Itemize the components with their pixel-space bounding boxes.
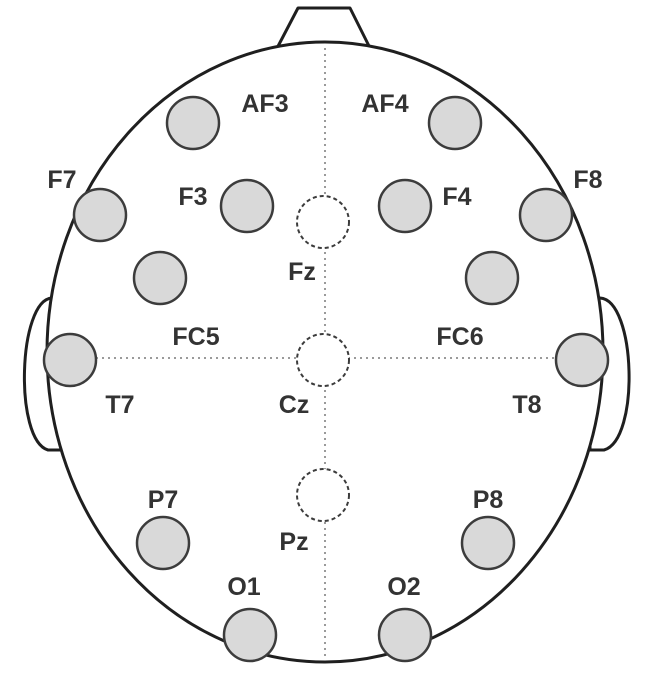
electrode-label-f3: F3 <box>178 183 207 211</box>
electrode-f7 <box>72 187 128 243</box>
electrode-fc5 <box>132 250 188 306</box>
electrode-fc6 <box>464 250 520 306</box>
electrode-label-f8: F8 <box>573 166 602 194</box>
electrode-label-f4: F4 <box>442 183 471 211</box>
electrode-label-t7: T7 <box>105 391 134 419</box>
electrode-label-fz: Fz <box>288 258 316 286</box>
electrode-fz <box>296 195 350 249</box>
electrode-label-cz: Cz <box>279 391 310 419</box>
electrode-label-p8: P8 <box>473 486 504 514</box>
electrode-f4 <box>377 178 433 234</box>
electrode-label-o1: O1 <box>227 573 260 601</box>
electrode-t7 <box>42 332 98 388</box>
electrode-t8 <box>554 332 610 388</box>
electrode-p8 <box>460 515 516 571</box>
electrode-af3 <box>165 95 221 151</box>
electrode-label-p7: P7 <box>148 486 179 514</box>
electrode-label-fc6: FC6 <box>436 323 483 351</box>
electrode-label-f7: F7 <box>47 166 76 194</box>
electrode-label-pz: Pz <box>279 528 308 556</box>
electrode-o2 <box>377 607 433 663</box>
electrode-f8 <box>518 187 574 243</box>
electrode-o1 <box>222 607 278 663</box>
electrode-label-af4: AF4 <box>361 90 408 118</box>
electrode-pz <box>296 468 350 522</box>
electrode-af4 <box>427 95 483 151</box>
electrode-label-fc5: FC5 <box>172 323 219 351</box>
electrode-layer <box>42 95 610 663</box>
electrode-label-t8: T8 <box>512 391 541 419</box>
electrode-p7 <box>135 515 191 571</box>
electrode-cz <box>296 333 350 387</box>
electrode-f3 <box>219 178 275 234</box>
electrode-label-o2: O2 <box>387 573 420 601</box>
electrode-label-af3: AF3 <box>241 90 288 118</box>
